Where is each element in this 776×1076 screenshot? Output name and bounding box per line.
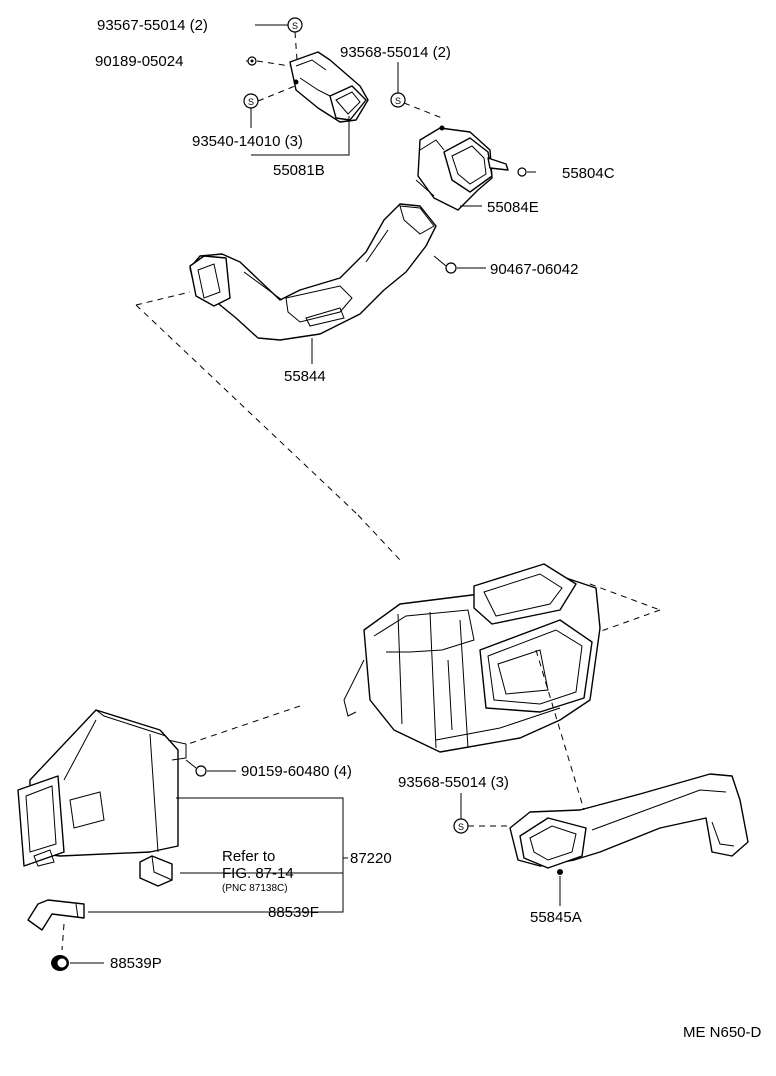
bolt-icon (185, 759, 207, 777)
heater-unit-assembly (343, 563, 601, 753)
part-55081b-duct (289, 51, 369, 123)
svg-text:S: S (248, 97, 254, 107)
part-88539f-hose (27, 899, 85, 931)
label-55844: 55844 (284, 368, 326, 385)
label-88539f: 88539F (268, 904, 319, 921)
clip-87138c-icon (139, 855, 173, 887)
label-90159-60480: 90159-60480 (4) (241, 763, 352, 780)
part-55844-duct (189, 203, 437, 341)
svg-text:S: S (395, 96, 401, 106)
fig-reference-label: FIG. 87-14 (222, 865, 294, 882)
label-93568-55014-a: 93568-55014 (2) (340, 44, 451, 61)
svg-text:S: S (292, 21, 298, 31)
label-55804c: 55804C (562, 165, 615, 182)
bolt-icon (433, 255, 457, 274)
part-87220-air-box (17, 709, 187, 867)
label-93567-55014: 93567-55014 (2) (97, 17, 208, 34)
part-88539p-grommet (51, 955, 69, 971)
label-90467-06042: 90467-06042 (490, 261, 578, 278)
label-93568-55014-b: 93568-55014 (3) (398, 774, 509, 791)
screw-s-symbol: S (390, 92, 406, 108)
label-55845a: 55845A (530, 909, 582, 926)
label-87220: 87220 (350, 850, 392, 867)
svg-text:S: S (458, 822, 464, 832)
nut-icon (247, 56, 257, 66)
pnc-reference-label: (PNC 87138C) (222, 883, 288, 894)
screw-s-symbol: S (243, 93, 259, 109)
part-55845a-duct (509, 773, 749, 875)
label-55084e: 55084E (487, 199, 539, 216)
screw-s-symbol: S (287, 17, 303, 33)
label-93540-14010: 93540-14010 (3) (192, 133, 303, 150)
refer-to-label: Refer to (222, 848, 275, 865)
clip-55804c-icon (487, 157, 527, 177)
screw-s-symbol: S (453, 818, 469, 834)
label-55081b: 55081B (273, 162, 325, 179)
label-90189-05024: 90189-05024 (95, 53, 183, 70)
figure-code: ME N650-D (683, 1024, 762, 1041)
label-88539p: 88539P (110, 955, 162, 972)
part-55084e-duct (415, 125, 493, 211)
